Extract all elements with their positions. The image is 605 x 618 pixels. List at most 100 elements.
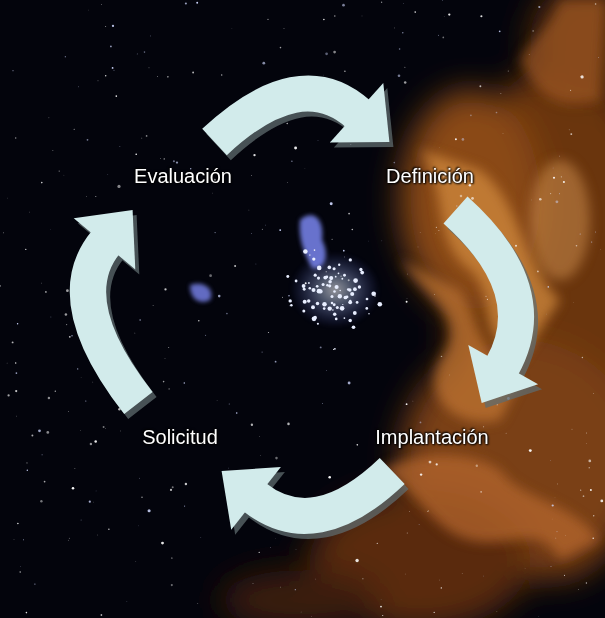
star (71, 335, 72, 336)
star (580, 75, 583, 78)
star (67, 539, 69, 541)
star (571, 428, 573, 430)
star (417, 246, 419, 248)
star (476, 465, 478, 467)
star (304, 168, 306, 170)
star (184, 382, 186, 384)
star (442, 37, 444, 39)
star (7, 394, 9, 396)
star (600, 249, 602, 251)
star (251, 424, 253, 426)
star (309, 254, 311, 256)
cluster-star (353, 278, 358, 283)
star (380, 598, 382, 600)
cluster-star (348, 319, 352, 323)
star (88, 9, 90, 11)
star (334, 15, 336, 17)
star (163, 381, 165, 383)
cluster-star (358, 285, 361, 288)
cluster-star (316, 302, 319, 305)
cluster-star (341, 278, 343, 280)
cycle-arrow (215, 83, 394, 148)
star (582, 357, 583, 358)
star (479, 85, 481, 87)
star (97, 534, 99, 536)
star (252, 583, 253, 584)
star (231, 28, 233, 30)
star (161, 542, 164, 545)
star (393, 27, 395, 29)
cluster-star (348, 288, 352, 292)
star (403, 3, 405, 5)
arrow-head (468, 345, 538, 403)
star (323, 74, 325, 76)
cluster-star (311, 288, 315, 292)
arrow-head (74, 210, 136, 269)
star (101, 614, 103, 616)
star (168, 347, 169, 348)
star (442, 0, 444, 1)
star (95, 196, 96, 197)
star (185, 2, 187, 4)
star (259, 552, 260, 553)
star (500, 92, 502, 94)
cluster-star (353, 311, 357, 315)
star (6, 362, 8, 364)
star (555, 537, 557, 539)
star (7, 197, 9, 199)
star (205, 334, 207, 336)
star (470, 115, 472, 117)
star (52, 149, 54, 151)
star (144, 51, 146, 53)
cluster-star (335, 276, 337, 278)
star (455, 138, 457, 140)
star (393, 162, 395, 164)
star (435, 233, 437, 235)
star (356, 444, 358, 446)
cluster-star (353, 287, 357, 291)
star (317, 140, 319, 142)
star (414, 11, 416, 13)
star (55, 391, 56, 392)
cluster-star (371, 291, 376, 296)
star (480, 15, 482, 17)
star (557, 483, 559, 485)
star (148, 509, 151, 512)
cluster-star (302, 284, 306, 288)
star (538, 6, 540, 8)
cluster-star (360, 271, 364, 275)
cluster-star (323, 276, 327, 280)
star (248, 209, 250, 211)
star (377, 543, 378, 544)
cycle-arrow (456, 210, 543, 408)
star (505, 432, 507, 434)
star (595, 3, 597, 5)
star (342, 4, 345, 7)
cluster-star (309, 287, 312, 290)
star (27, 470, 28, 471)
cluster-star (286, 275, 289, 278)
star (101, 3, 103, 5)
star (275, 457, 278, 460)
cluster-star (317, 277, 320, 280)
cluster-star (322, 283, 325, 286)
star (502, 133, 504, 135)
star (40, 500, 42, 502)
star (23, 539, 24, 540)
cluster-star (333, 303, 336, 306)
star (570, 90, 571, 91)
cluster-star (350, 292, 354, 296)
star (29, 211, 31, 213)
star (117, 185, 120, 188)
star (348, 279, 350, 281)
cluster-star (340, 306, 345, 311)
cluster-star (303, 288, 306, 291)
star (280, 47, 282, 49)
star (139, 477, 141, 479)
star (95, 490, 97, 492)
star (381, 2, 382, 3)
star (65, 313, 68, 316)
star (66, 324, 67, 325)
star (408, 511, 410, 513)
cluster-star (311, 305, 315, 309)
